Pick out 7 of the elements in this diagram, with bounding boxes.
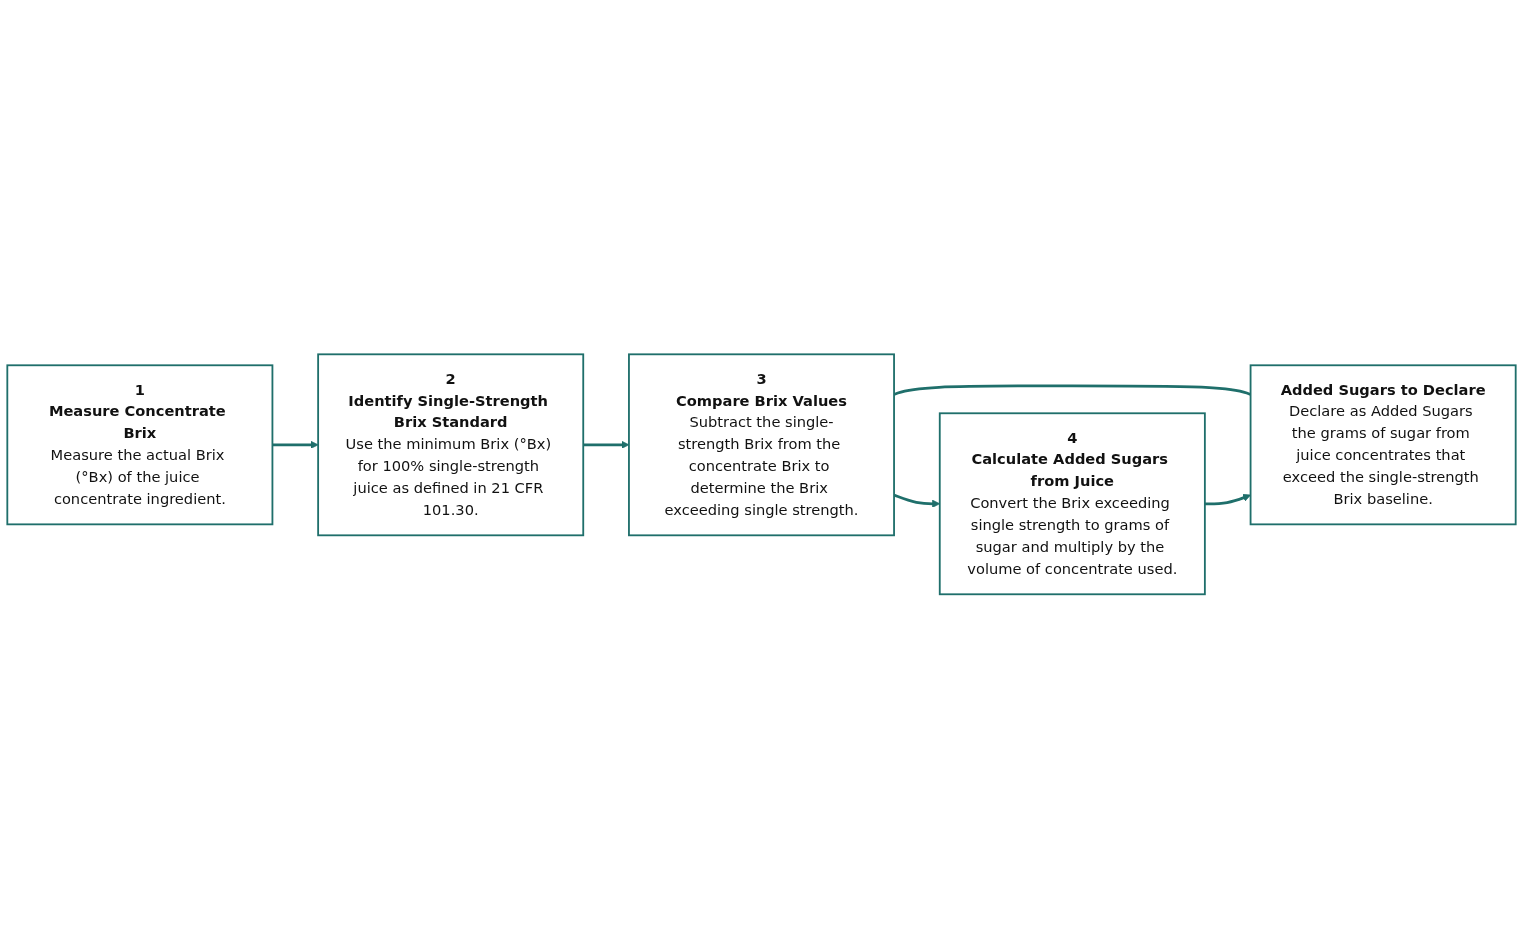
node-box: 2 Identify Single-Strength Brix Standard Use the minimum Brix (°Bx) for 100% single-strength juice as defined in 21 CFR 101.30. — [317, 353, 585, 536]
node-box: 4 Calculate Added Sugars from Juice Convert the Brix exceeding single strength to grams of sugar and multiply by the volume of concentrate used. — [938, 412, 1206, 595]
node-box: 3 Compare Brix Values Subtract the single-strength Brix from the concentrate Brix to determine the Brix exceeding single strength. — [628, 353, 895, 536]
node-box: 1 Measure Concentrate Brix Measure the actual Brix (°Bx) of the juice concentrate ingredient. — [6, 364, 274, 525]
node-box: Added Sugars to Declare Declare as Added Sugars the grams of sugar from juice concentrates that exceed the single-strength Brix baseline. — [1249, 364, 1517, 525]
arrow — [272, 440, 319, 449]
arrow — [1204, 493, 1251, 505]
